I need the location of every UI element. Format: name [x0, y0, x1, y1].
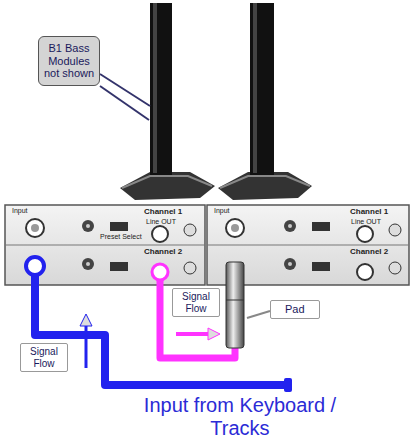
node-text: Signal Flow: [23, 346, 65, 369]
node-text: B1 Bass Modules not shown: [42, 42, 96, 80]
jack-label: Input: [12, 207, 28, 215]
flow-arrow: [80, 314, 92, 326]
cable-end: [284, 378, 292, 392]
pad-inline: [226, 262, 244, 348]
node-text: Pad: [285, 303, 305, 316]
channel-label: Channel 1: [350, 207, 388, 216]
flow-arrow: [208, 328, 220, 340]
flow-arrow: [176, 332, 210, 336]
line-out-jack: [152, 264, 168, 280]
leader-line: [247, 311, 270, 318]
leader-line: [100, 86, 149, 120]
flow-arrow: [85, 324, 88, 368]
pad-callout: Pad: [270, 300, 320, 319]
pad-inline: [226, 300, 244, 301]
jack-label: Line OUT: [146, 218, 176, 226]
input-caption: Input from Keyboard / Tracks: [140, 394, 340, 440]
callout-box: B1 Bass Modules not shown: [38, 36, 100, 86]
jack-label: Line OUT: [351, 218, 381, 226]
signal-flow-note: Signal Flow: [20, 343, 68, 372]
channel-label: Channel 2: [350, 247, 388, 256]
line-out-cable: [160, 272, 235, 358]
signal-flow-note: Signal Flow: [172, 288, 220, 317]
input-jack: [26, 257, 44, 275]
jack-label: Input: [214, 207, 230, 215]
control-label: Preset Select: [100, 233, 142, 241]
channel-label: Channel 2: [144, 247, 182, 256]
speaker-tower: [218, 3, 312, 200]
input-cable: [35, 266, 286, 385]
speaker-tower: [120, 3, 215, 200]
tone-match-panel: [5, 205, 205, 285]
node-text: Signal Flow: [175, 291, 217, 314]
channel-label: Channel 1: [144, 207, 182, 216]
